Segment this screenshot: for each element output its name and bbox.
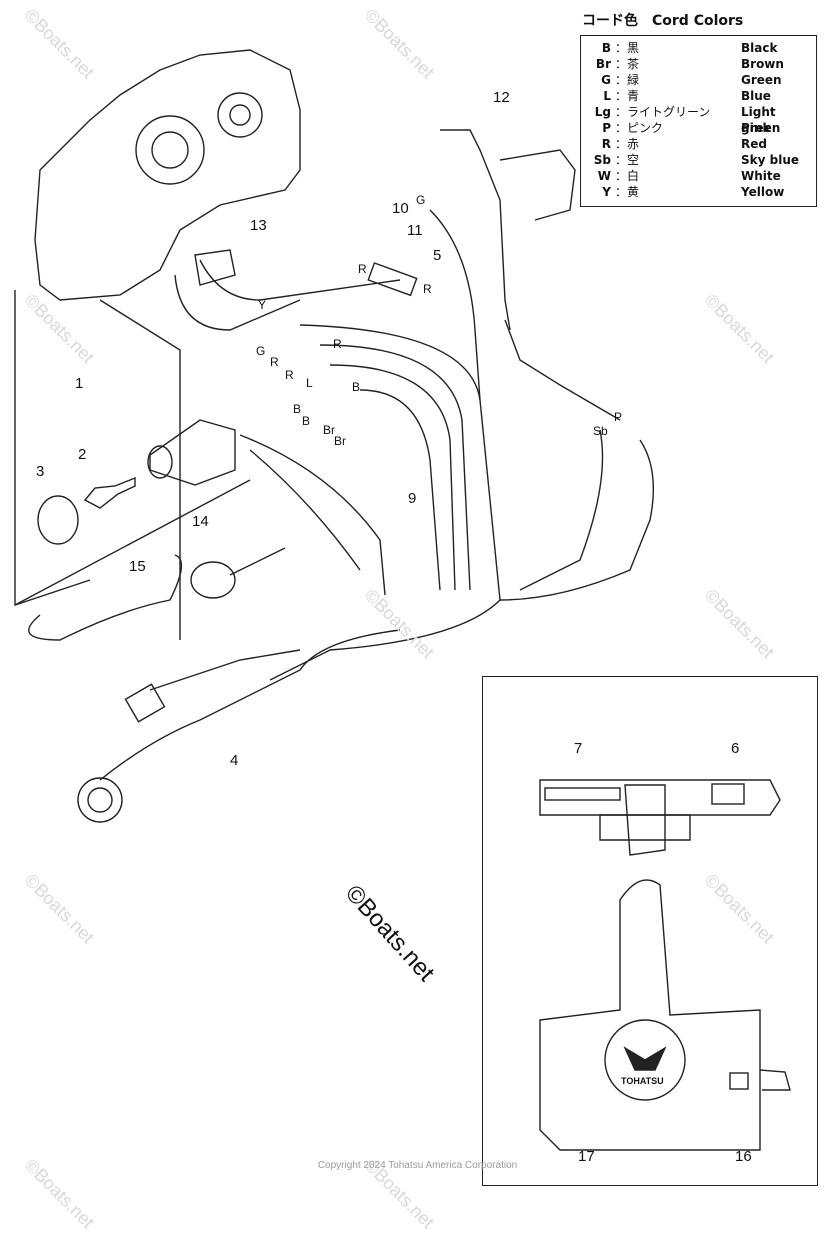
legend-row: Sb ：空 Sky blue bbox=[581, 152, 816, 168]
legend-row: Br ：茶 Brown bbox=[581, 56, 816, 72]
legend-code: G bbox=[601, 73, 611, 87]
callout-9: 9 bbox=[408, 490, 417, 507]
legend-jp: ：ライトグリーン bbox=[615, 105, 711, 119]
callout-15: 15 bbox=[129, 558, 146, 575]
legend-en: Black bbox=[741, 41, 778, 55]
legend-title: コード色 Cord Colors bbox=[582, 13, 744, 29]
wire-label-b-1: B bbox=[293, 402, 302, 416]
wire-label-br-2: Br bbox=[334, 434, 346, 448]
main-harness bbox=[99, 629, 401, 781]
legend-code: Y bbox=[602, 185, 611, 199]
copyright-notice: Copyright 2024 Tohatsu America Corporati… bbox=[317, 1160, 518, 1171]
legend-row: B ：黒 Black bbox=[581, 40, 816, 56]
legend-en: Yellow bbox=[741, 185, 785, 199]
legend-code: L bbox=[603, 89, 611, 103]
key-cap bbox=[37, 495, 79, 545]
wire-label-r-2: R bbox=[423, 282, 432, 296]
legend-jp: ：白 bbox=[615, 169, 640, 183]
legend-row: L ：青 Blue bbox=[581, 88, 816, 104]
legend-en: Green bbox=[741, 73, 782, 87]
legend-en: White bbox=[741, 169, 781, 183]
wire-label-g-2: G bbox=[256, 344, 266, 358]
wire-label-br-1: Br bbox=[323, 423, 335, 437]
control-housing bbox=[34, 49, 301, 301]
callout-14: 14 bbox=[192, 513, 209, 530]
legend-en: Pink bbox=[741, 121, 771, 135]
legend-jp: ：茶 bbox=[615, 57, 640, 71]
legend-jp: ：黒 bbox=[615, 41, 640, 55]
callout-12: 12 bbox=[493, 89, 510, 106]
legend-row: R ：赤 Red bbox=[581, 136, 816, 152]
legend-jp: ：空 bbox=[615, 153, 640, 167]
wire-label-l: L bbox=[306, 376, 313, 390]
remote-top-view bbox=[539, 779, 781, 816]
wire-label-y: Y bbox=[258, 298, 267, 312]
wire-label-r-1: R bbox=[358, 262, 367, 276]
callout-11: 11 bbox=[407, 222, 423, 239]
legend-code: Lg bbox=[594, 105, 611, 119]
legend-row: P ：ピンク Pink bbox=[581, 120, 816, 136]
legend-jp: ：緑 bbox=[615, 73, 640, 87]
wire-label-b-2: B bbox=[302, 414, 311, 428]
legend-code: B bbox=[601, 41, 611, 55]
ignition-switch bbox=[149, 419, 236, 486]
legend-code: W bbox=[597, 169, 611, 183]
callout-1: 1 bbox=[75, 375, 84, 392]
legend-code: Sb bbox=[593, 153, 611, 167]
legend-code: P bbox=[602, 121, 611, 135]
legend-row: Lg ：ライトグリーン Light green bbox=[581, 104, 816, 135]
legend-en: Brown bbox=[741, 57, 784, 71]
legend-code: Br bbox=[595, 57, 611, 71]
callout-17: 17 bbox=[578, 1148, 595, 1165]
wire-label-r-3: R bbox=[270, 355, 279, 369]
legend-jp: ：赤 bbox=[615, 137, 640, 151]
callout-13: 13 bbox=[250, 217, 267, 234]
callout-6: 6 bbox=[731, 740, 740, 757]
legend-jp: ：青 bbox=[615, 89, 640, 103]
legend-en: Sky blue bbox=[741, 153, 800, 167]
tohatsu-logo-text: TOHATSU bbox=[621, 1076, 664, 1086]
wire-label-p: P bbox=[614, 410, 623, 424]
legend-jp: ：ピンク bbox=[615, 121, 664, 135]
callout-7: 7 bbox=[574, 740, 583, 757]
legend-en: Light green bbox=[741, 105, 781, 135]
callout-2: 2 bbox=[78, 446, 87, 463]
legend-en: Red bbox=[741, 137, 767, 151]
legend-jp: ：黄 bbox=[615, 185, 640, 199]
remote-control-inset bbox=[482, 676, 818, 1186]
callout-4: 4 bbox=[230, 752, 239, 769]
legend-en: Blue bbox=[741, 89, 771, 103]
wiring-diagram bbox=[14, 49, 791, 1151]
relay bbox=[194, 249, 236, 286]
callout-3: 3 bbox=[36, 463, 45, 480]
callout-10: 10 bbox=[392, 200, 409, 217]
wire-label-sb: Sb bbox=[593, 424, 608, 438]
wire-label-r-5: R bbox=[333, 337, 342, 351]
legend-row: Y ：黄 Yellow bbox=[581, 184, 816, 200]
callout-16: 16 bbox=[735, 1148, 752, 1165]
wire-label-g-1: G bbox=[416, 193, 426, 207]
wire-label-r-4: R bbox=[285, 368, 294, 382]
key bbox=[83, 476, 136, 509]
callout-5: 5 bbox=[433, 247, 442, 264]
remote-side-view bbox=[539, 879, 761, 1151]
fuse-holder bbox=[367, 262, 418, 297]
legend-code: R bbox=[601, 137, 611, 151]
legend-row: G ：緑 Green bbox=[581, 72, 816, 88]
legend-row: W ：白 White bbox=[581, 168, 816, 184]
wire-label-b-3: B bbox=[352, 380, 361, 394]
